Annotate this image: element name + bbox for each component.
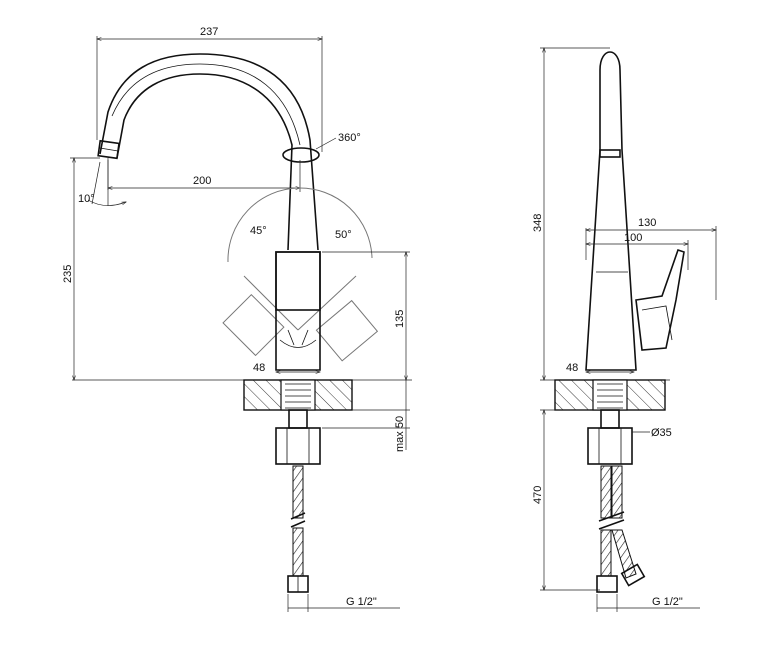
dim-235: 235	[62, 158, 100, 380]
angle-10: 10°	[78, 160, 126, 206]
handle-side	[635, 248, 685, 351]
spout	[97, 53, 319, 251]
side-view: 348 130 100 48	[532, 48, 716, 612]
dim-237-label: 237	[200, 26, 218, 38]
angle-45-label: 45°	[250, 225, 267, 237]
dim-135-label: 135	[394, 310, 406, 328]
hoses-front: G 1/2"	[287, 465, 400, 612]
angle-50-label: 50°	[335, 229, 352, 241]
dim-348-label: 348	[532, 214, 544, 232]
front-view: 237 360° 200 10°	[62, 26, 412, 612]
hoses-side: G 1/2"	[596, 465, 700, 612]
dim-235-label: 235	[62, 265, 74, 283]
mounting-nut-front: max 50	[275, 380, 410, 465]
dim-470: 470	[532, 410, 600, 590]
diameter-35-label: Ø35	[651, 427, 672, 439]
dim-48-side: 48	[566, 362, 634, 374]
thread-front-label: G 1/2"	[346, 596, 377, 608]
countertop-side	[540, 379, 670, 429]
dim-48-side-label: 48	[566, 362, 578, 374]
mounting-nut-side: Ø35	[587, 427, 672, 465]
dim-max50-label: max 50	[394, 416, 406, 452]
dim-470-label: 470	[532, 486, 544, 504]
spout-side	[585, 51, 637, 371]
rotation-label: 360°	[338, 132, 361, 144]
dim-100-label: 100	[624, 232, 642, 244]
angle-10-label: 10°	[78, 193, 95, 205]
faucet-body	[275, 251, 321, 371]
dim-130-100: 130 100	[586, 217, 716, 300]
dim-200: 200	[108, 158, 300, 192]
dim-135: 135	[322, 252, 410, 380]
dim-237: 237	[97, 26, 322, 152]
dim-348: 348	[532, 48, 610, 380]
dim-130-label: 130	[638, 217, 656, 229]
thread-side-label: G 1/2"	[652, 596, 683, 608]
rotation-indicator: 360°	[282, 132, 361, 163]
handle-rotation-ghosts: 45° 50°	[222, 187, 379, 362]
dim-200-label: 200	[193, 175, 211, 187]
countertop-front	[72, 379, 412, 429]
dim-48-front-label: 48	[253, 362, 265, 374]
dim-48-front: 48	[253, 362, 320, 374]
